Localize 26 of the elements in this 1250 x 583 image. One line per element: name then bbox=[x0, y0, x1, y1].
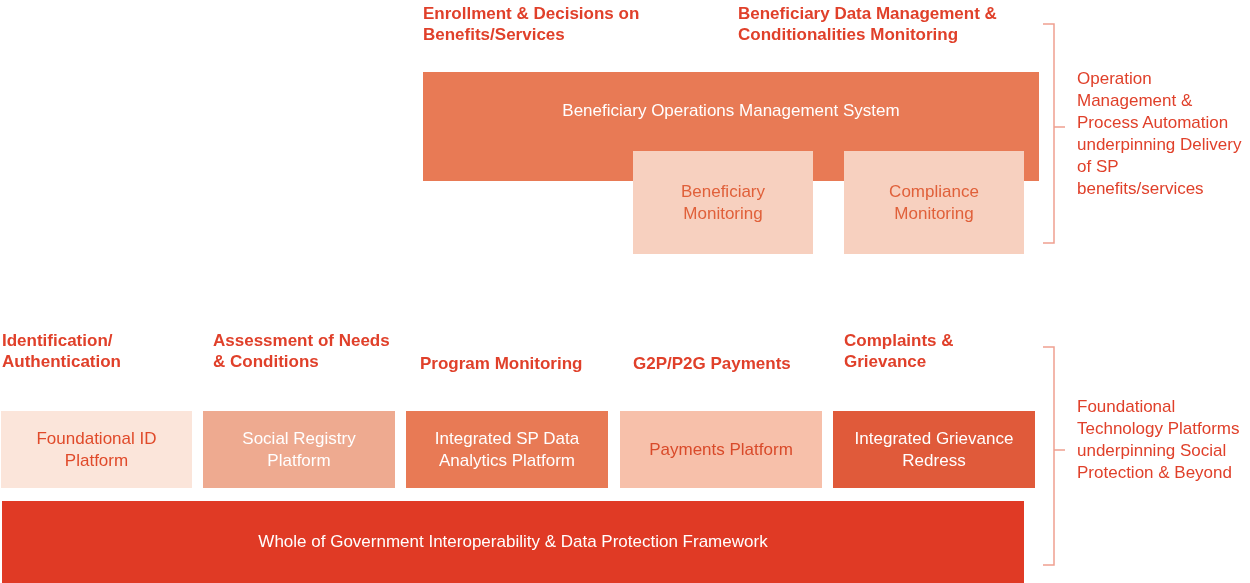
box-label: Whole of Government Interoperability & Data Protection Framework bbox=[258, 531, 768, 553]
function-heading: Beneficiary Data Management & Conditionalities Monitoring bbox=[738, 3, 998, 45]
function-heading: Enrollment & Decisions on Benefits/Services bbox=[423, 3, 641, 45]
platform-box bbox=[633, 151, 813, 254]
framework-bar bbox=[2, 501, 1024, 583]
box-label: Social Registry Platform bbox=[241, 427, 357, 472]
platform-box bbox=[620, 411, 822, 488]
platform-box bbox=[406, 411, 608, 488]
function-heading: Program Monitoring bbox=[420, 353, 584, 374]
function-heading: Assessment of Needs & Conditions bbox=[213, 330, 391, 372]
box-label: Foundational ID Platform bbox=[35, 427, 158, 472]
box-label: Beneficiary Monitoring bbox=[679, 180, 767, 225]
platform-box bbox=[203, 411, 395, 488]
platform-box bbox=[1, 411, 192, 488]
platform-box bbox=[833, 411, 1035, 488]
bracket-caption: Foundational Technology Platforms underpinning Social Protection & Beyond bbox=[1077, 396, 1241, 484]
box-label: Integrated SP Data Analytics Platform bbox=[433, 427, 581, 472]
function-heading: Identification/ Authentication bbox=[2, 330, 122, 372]
function-heading: Complaints & Grievance bbox=[844, 330, 955, 372]
box-label: Integrated Grievance Redress bbox=[853, 427, 1015, 472]
bracket-caption: Operation Management & Process Automation underpinning Delivery of SP benefits/services bbox=[1077, 68, 1243, 200]
box-label: Payments Platform bbox=[649, 438, 793, 461]
box-label: Compliance Monitoring bbox=[888, 180, 980, 225]
box-label: Beneficiary Operations Management System bbox=[562, 100, 900, 122]
function-heading: G2P/P2G Payments bbox=[633, 353, 792, 374]
platform-box bbox=[844, 151, 1024, 254]
